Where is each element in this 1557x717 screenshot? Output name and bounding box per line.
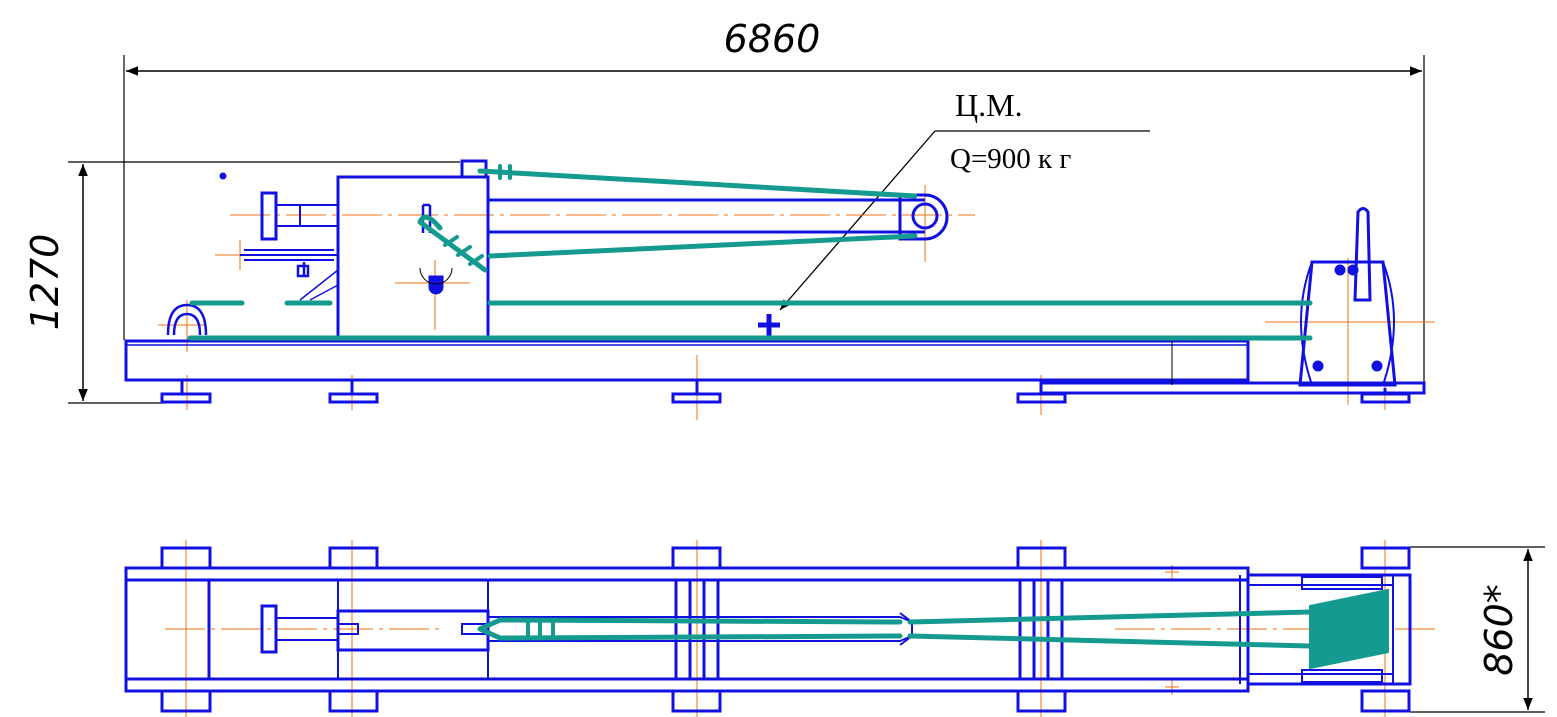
housing-top [336, 609, 490, 652]
stand-lever [1353, 207, 1372, 302]
callout-load: Q=900 к г [950, 143, 1071, 175]
side-view-structure [124, 159, 1426, 404]
foot-bottom-5 [1360, 689, 1411, 713]
rope-anchor-left [166, 303, 208, 336]
boom-head [898, 193, 949, 241]
dimension-width-label: 860* [1477, 584, 1521, 676]
callout-leader [779, 130, 1150, 311]
extension-frame [1246, 573, 1412, 686]
support-foot-2 [328, 380, 379, 404]
foot-top-1 [160, 546, 212, 570]
foot-top-4 [1016, 546, 1067, 570]
foot-bottom-1 [160, 689, 212, 713]
dimension-length-label: 6860 [724, 17, 821, 61]
foot-bottom-2 [328, 689, 379, 713]
cylinder-top [260, 604, 278, 654]
foot-bottom-4 [1016, 689, 1067, 713]
top-view-cables [477, 588, 1389, 670]
side-view-cables [187, 164, 1313, 341]
hydraulic-cylinder [260, 191, 278, 241]
top-view-structure [124, 546, 1412, 713]
base-beam [124, 339, 1250, 382]
center-of-mass-mark [758, 314, 780, 336]
foot-bottom-3 [671, 689, 722, 713]
dimension-height-label: 1270 [23, 234, 67, 331]
dimension-height [68, 161, 460, 404]
side-view [124, 159, 1435, 420]
extension-rail [1039, 381, 1426, 395]
callout-label: Ц.М. [955, 87, 1023, 123]
boom-top [488, 616, 913, 642]
pivot-pin [428, 275, 444, 295]
dimension-width [1410, 546, 1545, 713]
foot-top-3 [671, 546, 722, 570]
dimension-length [123, 55, 1425, 385]
boom-arm [488, 198, 925, 234]
top-view [124, 540, 1435, 717]
foot-top-2 [328, 546, 379, 570]
foot-top-5 [1360, 546, 1411, 570]
support-foot-1 [160, 380, 212, 404]
cylinder-rod [240, 249, 338, 261]
main-housing [336, 175, 490, 343]
support-foot-3 [671, 380, 722, 404]
winch-drum-top [1309, 588, 1389, 670]
